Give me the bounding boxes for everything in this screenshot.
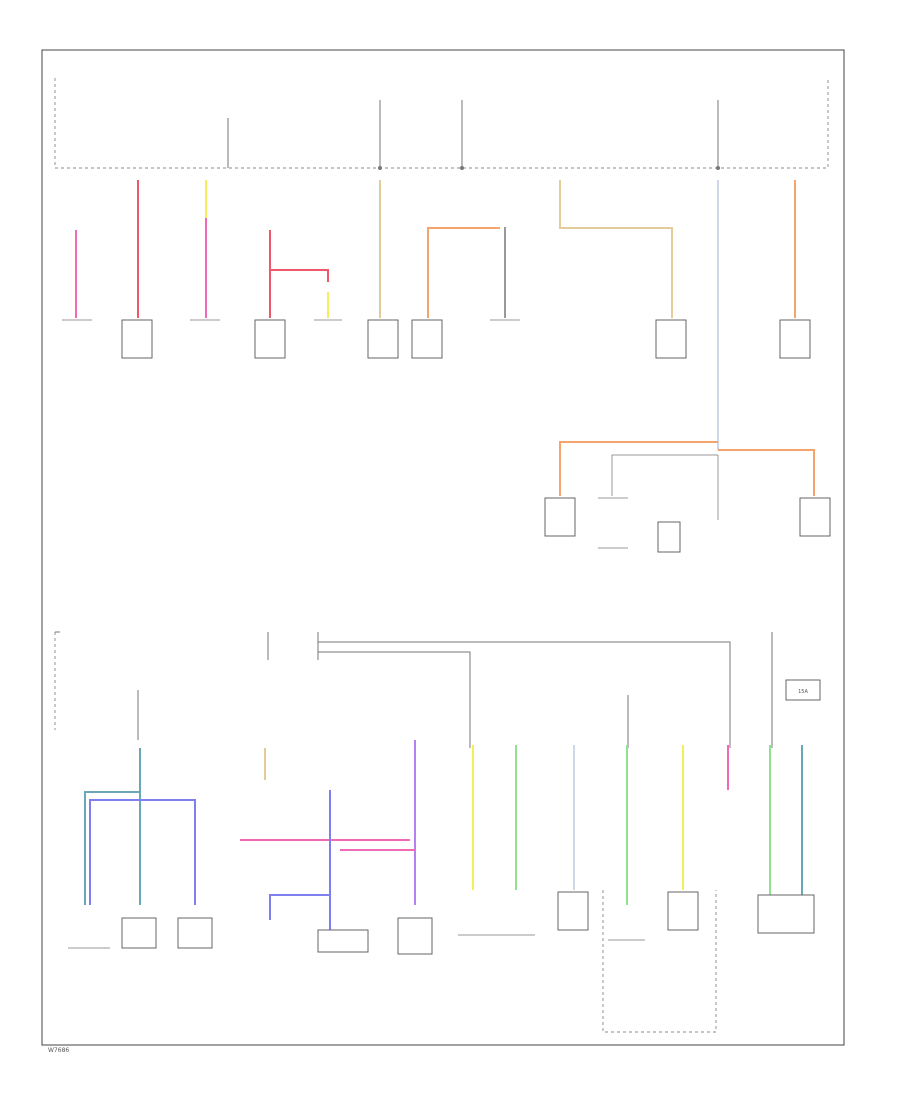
component-m3 xyxy=(657,521,681,553)
fuse-badge-box xyxy=(785,679,821,701)
wire-blue-3 xyxy=(269,894,330,920)
wire-gray-1 xyxy=(504,227,506,318)
component-l5 xyxy=(667,891,699,931)
fuse-badge-label: 15A xyxy=(798,689,808,695)
component-u3 xyxy=(367,319,399,359)
component-m2 xyxy=(799,497,831,537)
lower-components xyxy=(68,890,815,1033)
footer-code: W7686 xyxy=(48,1047,69,1054)
component-u1 xyxy=(121,319,153,359)
wire-gray-2 xyxy=(611,454,718,496)
upper-components xyxy=(62,319,811,359)
component-m1 xyxy=(544,497,576,537)
upper-bus-nodes xyxy=(378,166,720,170)
component-l1 xyxy=(121,917,157,949)
wire-red-branch xyxy=(270,269,329,282)
component-l3 xyxy=(397,917,433,955)
diagram-frame xyxy=(41,49,845,1046)
wire-teal-1 xyxy=(84,791,140,905)
mid-components xyxy=(544,497,831,553)
wire-orange-1 xyxy=(427,227,500,318)
component-u5 xyxy=(655,319,687,359)
component-u2 xyxy=(254,319,286,359)
component-u6 xyxy=(779,319,811,359)
wire-orange-4 xyxy=(718,449,815,496)
lower-secondary-bus xyxy=(318,651,471,748)
component-l2 xyxy=(177,917,213,949)
component-u4 xyxy=(411,319,443,359)
wire-orange-3 xyxy=(559,441,718,496)
wire-tan-2 xyxy=(559,180,673,318)
lower-main-bus xyxy=(318,641,731,748)
upper-fuse-panel-outline xyxy=(54,78,829,169)
wire-blue-1 xyxy=(89,799,196,905)
component-l6 xyxy=(757,894,815,934)
component-l4 xyxy=(557,891,589,931)
component-l7 xyxy=(317,929,369,953)
